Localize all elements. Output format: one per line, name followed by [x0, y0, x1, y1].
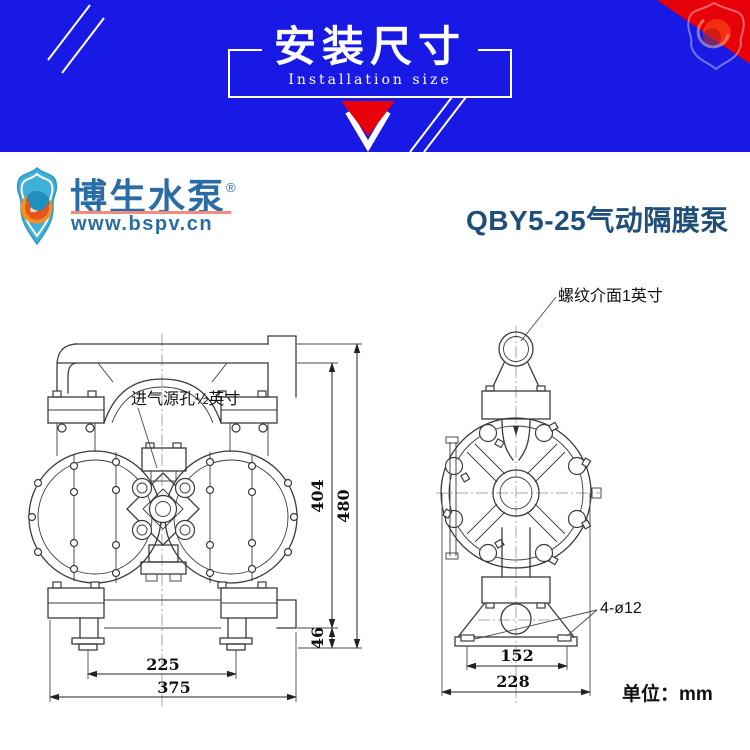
air-inlet-label: 进气源孔½英寸: [131, 390, 240, 408]
product-title: QBY5-25气动隔膜泵: [466, 205, 729, 236]
dim-228: 228: [496, 672, 529, 691]
side-view: 螺纹介面1英寸 4-ø12 152 228: [436, 287, 663, 703]
banner-subtitle: Installation size: [288, 72, 452, 88]
banner: 安装尺寸 Installation size: [0, 0, 750, 152]
brand-url: www.bspv.cn: [71, 213, 214, 235]
dim-225: 225: [146, 655, 179, 674]
registered-mark: ®: [226, 180, 236, 195]
brand-divider: [71, 211, 231, 214]
diagonal-lines: [47, 4, 467, 152]
banner-decoration: [47, 0, 750, 152]
logo-badge-icon: [16, 166, 58, 246]
thread-port-label: 螺纹介面1英寸: [558, 287, 663, 305]
dim-375: 375: [157, 678, 190, 697]
bolt-lugs: [442, 421, 592, 566]
down-arrow-icon: [341, 101, 395, 152]
banner-title: 安装尺寸: [261, 23, 479, 71]
front-view: 进气源孔½英寸 404 480 46 225 375: [27, 334, 362, 706]
watermark-badge-icon: [687, 1, 745, 71]
mount-holes-label: 4-ø12: [600, 600, 642, 617]
dim-46: 46: [308, 627, 327, 649]
dim-152: 152: [500, 646, 533, 665]
dim-404: 404: [308, 479, 327, 512]
dim-480: 480: [334, 489, 353, 522]
unit-label: 单位：mm: [622, 682, 713, 705]
banner-title-box: 安装尺寸 Installation size: [228, 23, 512, 98]
